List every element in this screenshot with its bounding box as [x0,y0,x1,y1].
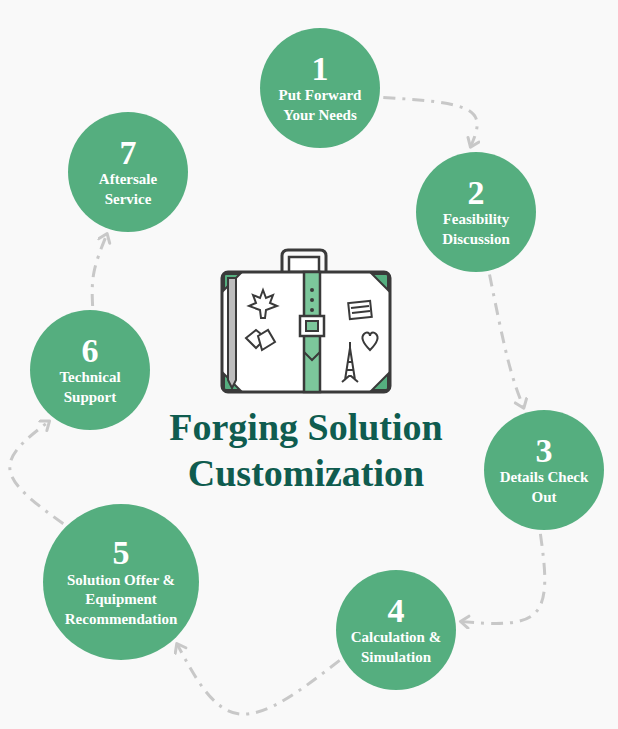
flow-arrow [383,97,477,146]
step-number: 4 [388,593,405,629]
step-circle: 5Solution Offer & Equipment Recommendati… [43,504,199,660]
step-circle: 1Put Forward Your Needs [260,28,380,148]
circle-fill [43,504,199,660]
flow-arrow [10,422,63,524]
step-label: Calculation & Simulation [348,628,444,667]
flow-arrow [461,534,544,624]
circle-fill [260,28,380,148]
circle-content: 2Feasibility Discussion [428,152,524,272]
step-number: 5 [113,535,130,571]
step-label: Technical Support [45,368,135,407]
step-number: 3 [536,433,553,469]
circle-content: 4Calculation & Simulation [348,570,444,690]
step-number: 6 [82,333,99,369]
step-label: Solution Offer & Equipment Recommendatio… [56,571,186,630]
diagram-title: Forging Solution Customization [156,405,456,496]
step-label: Details Check Out [499,468,589,507]
step-circle: 2Feasibility Discussion [416,152,536,272]
circle-fill [30,310,150,430]
step-circle: 4Calculation & Simulation [336,570,456,690]
circle-content: 7Aftersale Service [83,112,173,232]
circle-fill [416,152,536,272]
step-number: 7 [120,135,137,171]
step-label: Put Forward Your Needs [278,86,362,125]
step-label: Feasibility Discussion [428,210,524,249]
circle-content: 6Technical Support [45,310,135,430]
circle-content: 5Solution Offer & Equipment Recommendati… [56,504,186,660]
flow-arrow [177,644,339,714]
step-circle: 7Aftersale Service [68,112,188,232]
step-number: 1 [312,51,329,87]
circle-content: 1Put Forward Your Needs [278,28,362,148]
circle-fill [336,570,456,690]
circle-content: 3Details Check Out [499,410,589,530]
flow-arrow [92,234,107,306]
step-label: Aftersale Service [83,170,173,209]
flow-arrow [490,275,524,408]
step-circle: 3Details Check Out [484,410,604,530]
step-number: 2 [468,175,485,211]
circle-fill [484,410,604,530]
step-circle: 6Technical Support [30,310,150,430]
circle-fill [68,112,188,232]
